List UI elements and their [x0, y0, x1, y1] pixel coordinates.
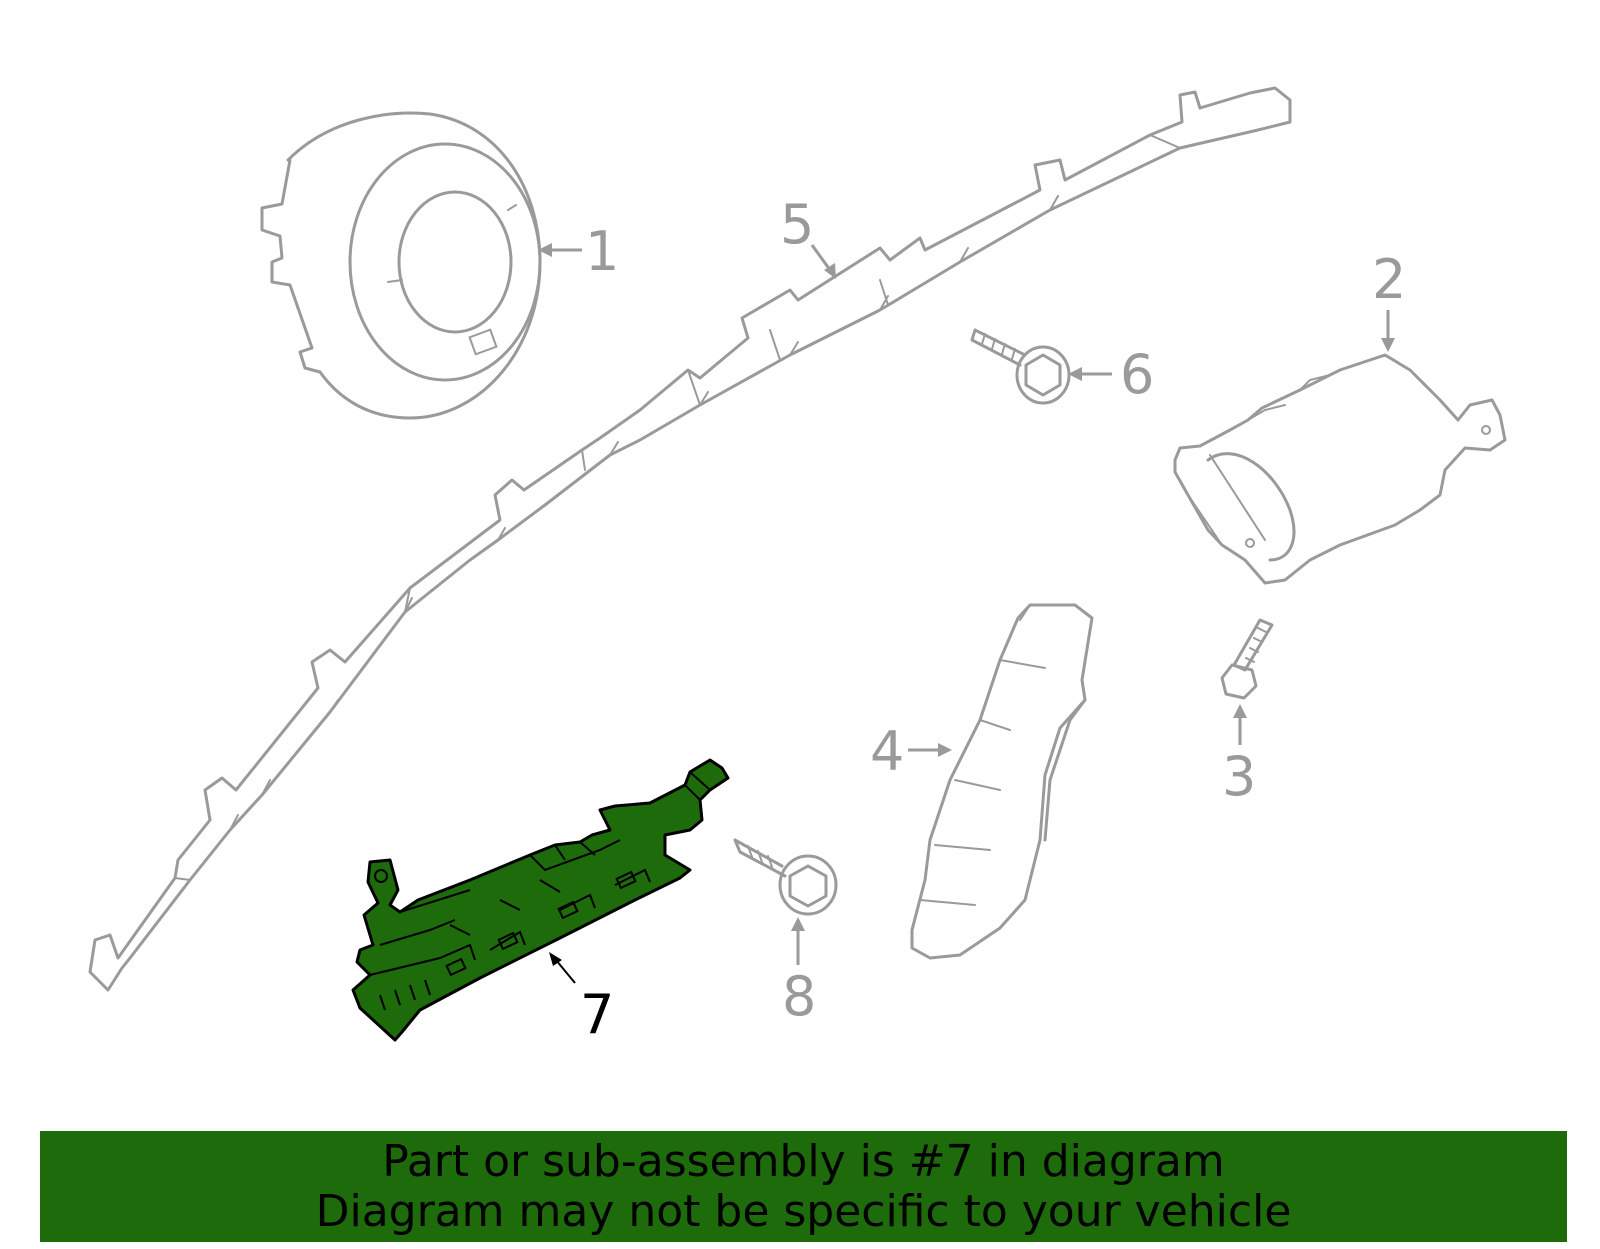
part-1-steering-airbag — [260, 111, 542, 420]
part-3-bolt — [1220, 618, 1274, 700]
callout-2: 2 — [1372, 248, 1406, 352]
svg-text:7: 7 — [580, 983, 614, 1046]
callout-5: 5 — [780, 193, 836, 279]
svg-text:5: 5 — [780, 193, 814, 256]
callout-8: 8 — [782, 917, 816, 1028]
part-7-highlighted-assembly — [351, 758, 730, 1042]
part-5-curtain-airbag — [88, 86, 1292, 992]
callout-7: 7 — [549, 952, 614, 1046]
banner-line-2: Diagram may not be specific to your vehi… — [315, 1185, 1292, 1237]
part-6-bolt — [970, 328, 1071, 405]
callout-4: 4 — [870, 720, 952, 783]
callout-1: 1 — [538, 220, 619, 283]
part-info-banner: Part or sub-assembly is #7 in diagram Di… — [40, 1131, 1567, 1242]
banner-line-1: Part or sub-assembly is #7 in diagram — [382, 1135, 1225, 1187]
callout-6: 6 — [1068, 343, 1154, 406]
svg-text:6: 6 — [1120, 343, 1154, 406]
svg-text:8: 8 — [782, 965, 816, 1028]
svg-text:4: 4 — [870, 720, 904, 783]
svg-text:2: 2 — [1372, 248, 1406, 311]
part-8-bolt — [733, 838, 838, 916]
part-4-side-airbag — [910, 603, 1094, 960]
part-2-passenger-airbag — [1173, 353, 1507, 585]
svg-text:1: 1 — [585, 220, 619, 283]
callout-3: 3 — [1222, 704, 1256, 808]
svg-text:3: 3 — [1222, 745, 1256, 808]
